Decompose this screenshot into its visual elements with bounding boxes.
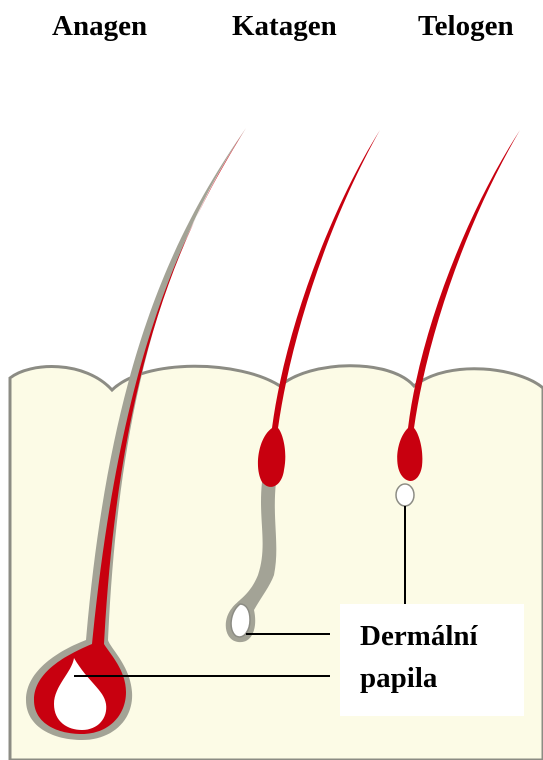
callout-label-line2: papila [360,660,437,696]
telogen-dermal-papilla [396,484,414,506]
callout-label-line1: Dermální [360,618,478,654]
